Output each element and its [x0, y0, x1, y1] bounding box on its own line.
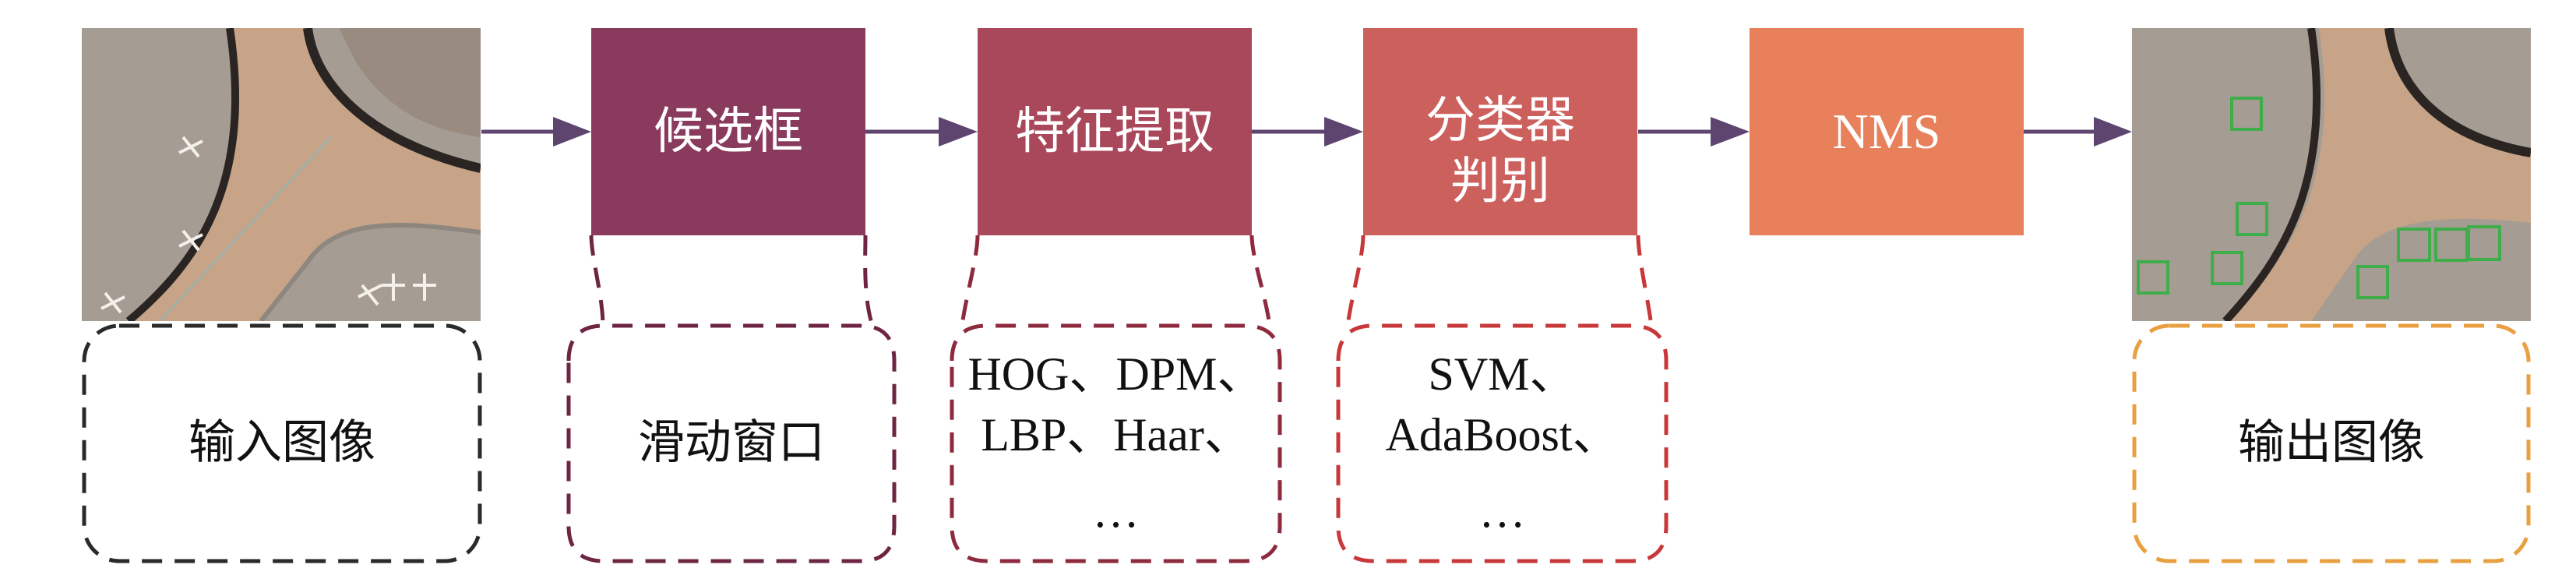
step-nms: NMS — [1750, 28, 2024, 235]
detail-text: 滑动窗口 — [638, 416, 825, 468]
dashed-box-classifier — [1336, 235, 1669, 563]
arrowhead-icon — [2094, 117, 2132, 147]
detection-boxes — [2137, 97, 2501, 299]
dashed-box-output — [2132, 323, 2531, 563]
dashed-box-candidate — [566, 235, 897, 563]
detail-text: 输出图像 — [2238, 416, 2425, 468]
detail-text-line3: … — [1092, 485, 1140, 537]
dashed-box-feature — [950, 235, 1282, 563]
detail-text-line1: HOG、DPM、 — [967, 348, 1264, 400]
step-candidate-box: 候选框 — [591, 28, 865, 235]
step-label-line1: 分类器 — [1425, 93, 1575, 148]
arrowhead-icon — [939, 117, 978, 147]
step-classifier: 分类器 判别 — [1363, 28, 1637, 235]
detail-input: 输入图像 — [84, 323, 480, 561]
detail-text-line3: … — [1478, 485, 1526, 537]
detail-text-line2: LBP、Haar、 — [981, 408, 1251, 461]
step-label: 候选框 — [654, 104, 803, 159]
arrowhead-icon — [553, 117, 591, 147]
step-label-line2: 判别 — [1450, 154, 1550, 209]
step-label: 特征提取 — [1015, 104, 1214, 159]
input-image — [82, 28, 481, 321]
detail-output: 输出图像 — [2134, 323, 2528, 561]
arrowhead-icon — [1324, 117, 1363, 147]
detail-text: 输入图像 — [189, 416, 375, 468]
dashed-box-input — [82, 323, 482, 563]
detail-candidate: 滑动窗口 — [569, 323, 894, 561]
detail-text-line1: SVM、 — [1428, 348, 1577, 400]
output-image — [2132, 28, 2531, 321]
detail-text-line2: AdaBoost、 — [1385, 408, 1619, 461]
step-feature-extraction: 特征提取 — [978, 28, 1252, 235]
step-label: NMS — [1832, 104, 1941, 159]
detail-feature: HOG、DPM、 LBP、Haar、 … — [952, 323, 1280, 561]
detail-classifier: SVM、 AdaBoost、 … — [1338, 323, 1666, 561]
arrowhead-icon — [1711, 117, 1750, 147]
